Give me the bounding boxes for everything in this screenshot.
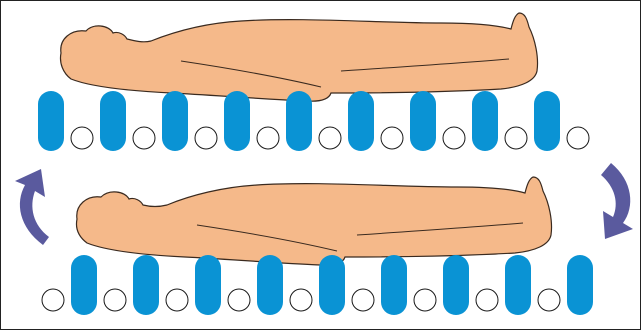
inflated-cell bbox=[348, 91, 374, 151]
inflated-cell bbox=[381, 255, 407, 315]
deflated-cell bbox=[381, 127, 403, 149]
inflated-cell bbox=[534, 91, 560, 151]
inflated-cell bbox=[100, 91, 126, 151]
patient-body-bottom bbox=[76, 177, 551, 265]
deflated-cell bbox=[319, 127, 341, 149]
deflated-cell bbox=[476, 289, 498, 311]
inflated-cell bbox=[133, 255, 159, 315]
inflated-cell bbox=[567, 255, 593, 315]
inflated-cell bbox=[319, 255, 345, 315]
deflated-cell bbox=[228, 289, 250, 311]
deflated-cell bbox=[104, 289, 126, 311]
inflated-cell bbox=[257, 255, 283, 315]
inflated-cell bbox=[38, 91, 64, 151]
inflated-cell bbox=[162, 91, 188, 151]
patient-figure-bottom bbox=[76, 177, 551, 265]
inflated-cell bbox=[472, 91, 498, 151]
inflated-cell bbox=[410, 91, 436, 151]
inflated-cell bbox=[443, 255, 469, 315]
inflated-cell bbox=[286, 91, 312, 151]
deflated-cell bbox=[257, 127, 279, 149]
deflated-cell bbox=[352, 289, 374, 311]
deflated-cell bbox=[505, 127, 527, 149]
patient-body-top bbox=[60, 13, 537, 101]
inflated-cell bbox=[195, 255, 221, 315]
clockwise-arrow-icon bbox=[601, 163, 633, 239]
deflated-cell bbox=[42, 289, 64, 311]
inflated-cell bbox=[505, 255, 531, 315]
deflated-cell bbox=[133, 127, 155, 149]
deflated-cell bbox=[414, 289, 436, 311]
deflated-cell bbox=[443, 127, 465, 149]
deflated-cell bbox=[290, 289, 312, 311]
deflated-cell bbox=[166, 289, 188, 311]
inflated-cell bbox=[71, 255, 97, 315]
deflated-cell bbox=[71, 127, 93, 149]
deflated-cell bbox=[567, 127, 589, 149]
patient-figure-top bbox=[60, 13, 537, 101]
deflated-cell bbox=[538, 289, 560, 311]
counterclockwise-arrow-icon bbox=[15, 169, 49, 245]
deflated-cell bbox=[195, 127, 217, 149]
inflated-cell bbox=[224, 91, 250, 151]
